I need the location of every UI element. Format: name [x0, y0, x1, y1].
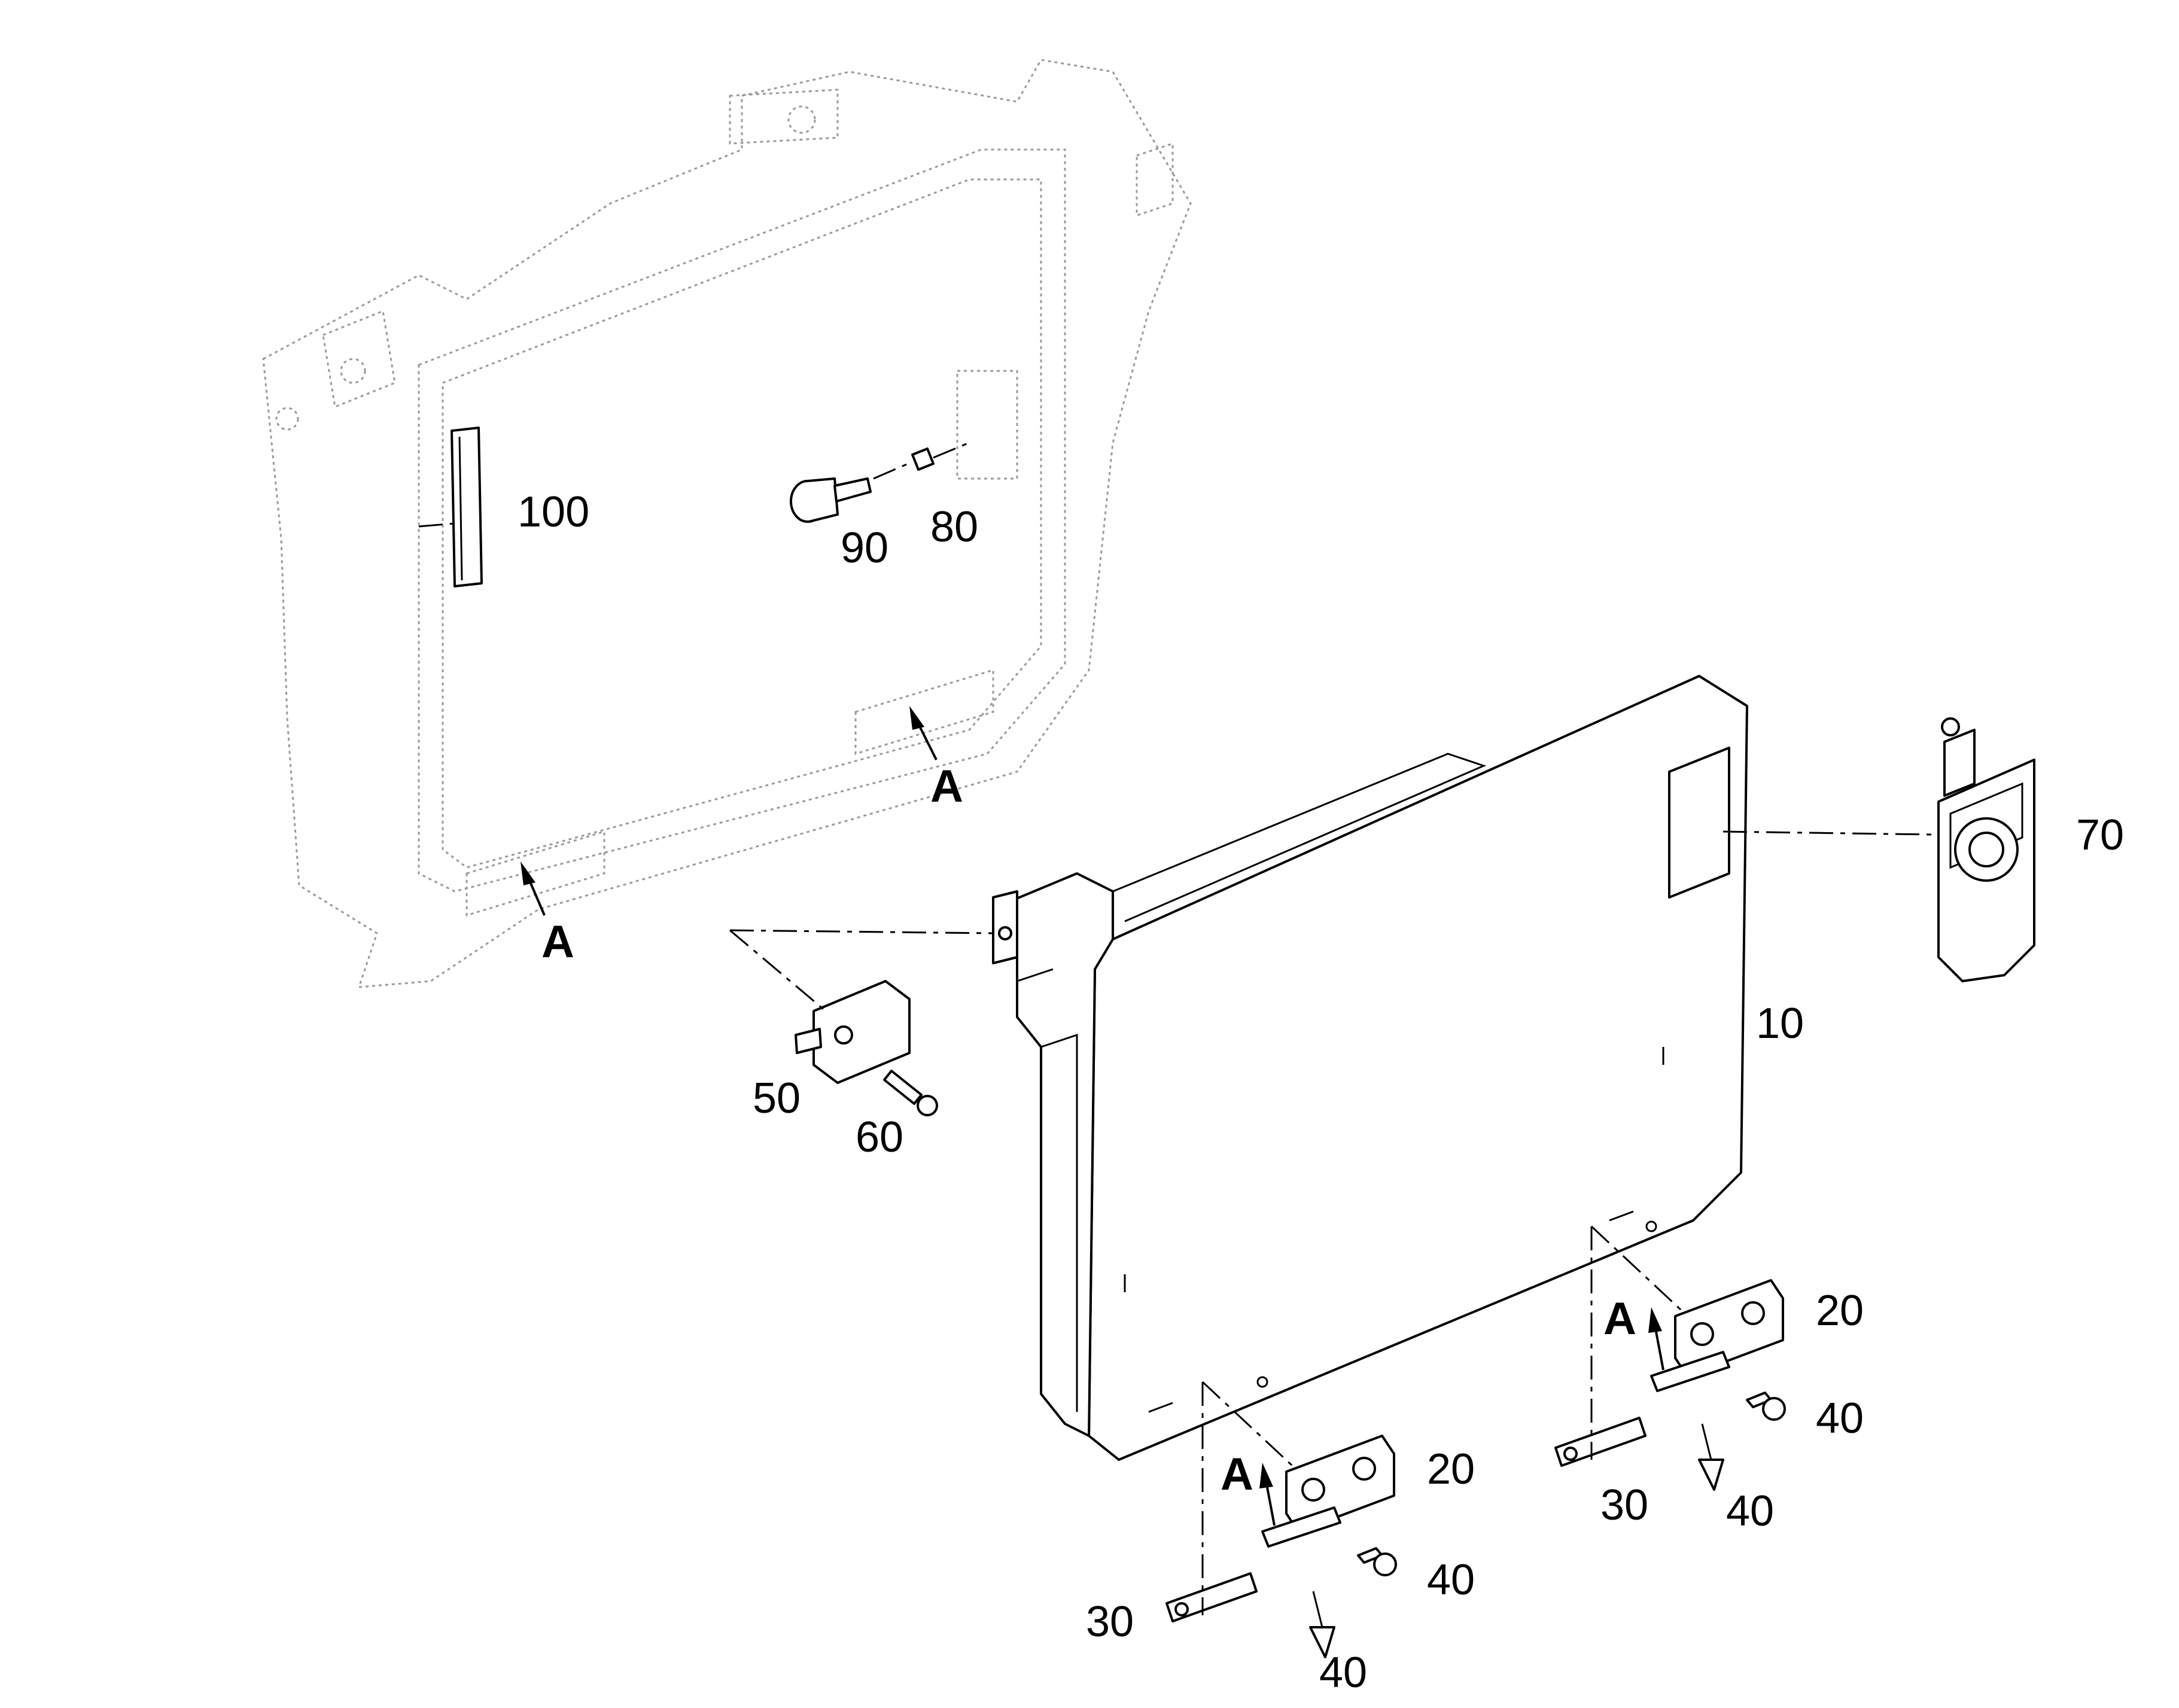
view-marker-a-left-hinge: A: [1221, 1449, 1253, 1500]
view-marker-a-lower-left: A: [541, 917, 574, 967]
part-100-strip: [418, 427, 483, 587]
part-60-screw: [883, 1070, 938, 1116]
callout-100: 100: [518, 488, 589, 536]
callout-40-left-upper: 40: [1427, 1556, 1475, 1604]
hinge-group-left: [1165, 1381, 1397, 1658]
part-10-cover-panel: [1004, 675, 1748, 1461]
part-90-knob-screw: [790, 477, 872, 523]
view-arrows: [521, 706, 1664, 1526]
callout-50: 50: [753, 1074, 801, 1122]
part-70-latch: [1722, 717, 2035, 982]
callout-40-right-lower: 40: [1726, 1487, 1774, 1535]
view-marker-a-right-hinge: A: [1603, 1293, 1636, 1344]
callout-40-right-upper: 40: [1816, 1395, 1864, 1442]
callout-10: 10: [1756, 1000, 1804, 1048]
callout-90: 90: [841, 524, 888, 572]
callout-40-left-lower: 40: [1319, 1649, 1367, 1697]
callout-30-right: 30: [1600, 1481, 1648, 1529]
view-marker-labels: A A A A: [541, 761, 1636, 1500]
callout-60: 60: [856, 1113, 903, 1161]
part-80-nut: [873, 442, 970, 480]
callout-80: 80: [930, 503, 978, 551]
part-50-hinge-block: [729, 890, 1018, 1084]
callout-30-left: 30: [1086, 1598, 1134, 1646]
view-marker-a-upper: A: [930, 761, 963, 812]
callout-20-left: 20: [1427, 1445, 1475, 1493]
hinge-group-right: [1554, 1225, 1786, 1491]
callout-20-right: 20: [1816, 1287, 1864, 1335]
housing-frame-ghost: [262, 59, 1192, 988]
callout-70: 70: [2076, 811, 2124, 859]
callout-labels: 100 90 80 70 10 50 60 20 40 30 40 20 40 …: [518, 488, 2124, 1697]
